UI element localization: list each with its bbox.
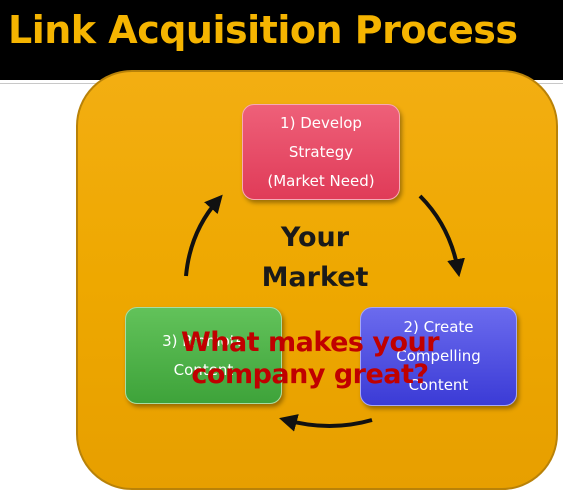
overlay-line1: What makes your	[180, 327, 440, 358]
step2-line2: Compelling	[396, 347, 481, 365]
center-line1: Your	[280, 222, 350, 253]
step-create-content: 2) Create Compelling Content	[360, 307, 517, 406]
arrow-step2-to-step3	[279, 414, 373, 432]
center-label: Your Market	[240, 218, 390, 298]
overlay-line2: company great?	[191, 359, 429, 390]
center-line2: Market	[261, 262, 369, 293]
step-promote-content: 3) Promote Content	[125, 307, 282, 404]
arrow-step3-to-step1	[184, 194, 223, 277]
title-bar: Link Acquisition Process	[0, 0, 563, 80]
overlay-question: What makes your company great?	[160, 327, 460, 391]
arrow-step1-to-step2	[418, 194, 465, 278]
step1-line2: Strategy	[288, 142, 354, 161]
step-develop-strategy: 1) Develop Strategy (Market Need)	[242, 104, 400, 200]
slide-title: Link Acquisition Process	[8, 8, 518, 52]
step2-line1: 2) Create	[403, 318, 474, 336]
step1-line1: 1) Develop	[280, 113, 362, 132]
cycle-arrows	[184, 194, 465, 432]
step1-line3: (Market Need)	[267, 171, 375, 190]
step2-line3: Content	[408, 376, 469, 394]
step3-line2: Content	[173, 360, 234, 379]
step3-line1: 3) Promote	[162, 331, 245, 350]
